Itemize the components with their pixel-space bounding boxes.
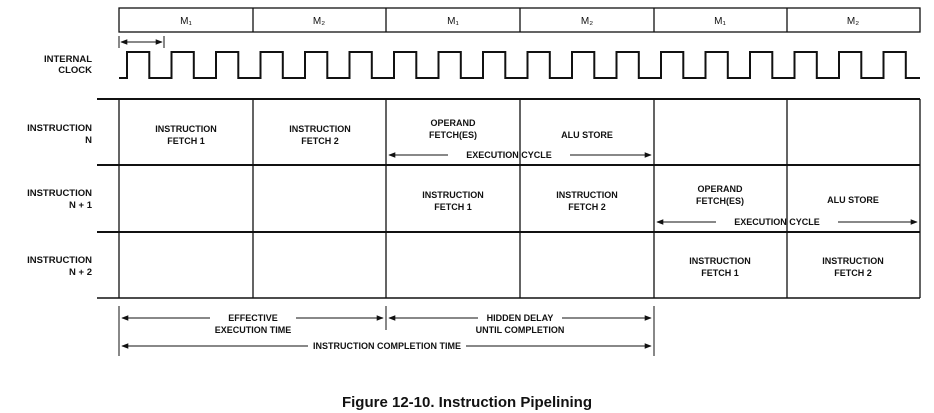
instruction-n1-label-2: N + 1 bbox=[69, 200, 93, 211]
execution-cycle-label-n: EXECUTION CYCLE bbox=[466, 150, 552, 160]
cycle-label-1: M₁ bbox=[180, 16, 192, 27]
effective-time-label: EFFECTIVE bbox=[228, 313, 278, 323]
completion-time-label: INSTRUCTION COMPLETION TIME bbox=[313, 341, 461, 351]
instruction-n1-label: INSTRUCTION bbox=[27, 188, 92, 199]
pipeline-grid bbox=[97, 98, 921, 299]
n-cell-4-line-1: ALU STORE bbox=[561, 130, 613, 140]
hidden-delay-label-2: UNTIL COMPLETION bbox=[476, 325, 565, 335]
n-cell-1-line-1: INSTRUCTION bbox=[155, 124, 217, 134]
execution-cycle-arrow-n1: EXECUTION CYCLE bbox=[656, 217, 918, 227]
n1-cell-4-line-2: FETCH 2 bbox=[568, 202, 606, 212]
n-cell-1-line-2: FETCH 1 bbox=[167, 136, 205, 146]
timing-brackets: EFFECTIVE EXECUTION TIME HIDDEN DELAY UN… bbox=[118, 306, 655, 356]
internal-clock-label: INTERNAL bbox=[44, 54, 92, 65]
n2-cell-6-line-1: INSTRUCTION bbox=[822, 256, 884, 266]
instruction-n-label: INSTRUCTION bbox=[27, 123, 92, 134]
instruction-n2-label-2: N + 2 bbox=[69, 267, 92, 278]
clock-period-arrow bbox=[118, 36, 165, 48]
cycle-label-3: M₁ bbox=[447, 16, 459, 27]
cycle-label-4: M₂ bbox=[581, 16, 593, 27]
n1-cell-3-line-2: FETCH 1 bbox=[434, 202, 472, 212]
hidden-delay-label: HIDDEN DELAY bbox=[487, 313, 554, 323]
n1-cell-5-line-1: OPERAND bbox=[697, 184, 743, 194]
n2-cell-5-line-1: INSTRUCTION bbox=[689, 256, 751, 266]
n2-cell-6-line-2: FETCH 2 bbox=[834, 268, 872, 278]
instruction-n-label-2: N bbox=[85, 135, 92, 146]
machine-cycle-header: M₁ M₂ M₁ M₂ M₁ M₂ bbox=[118, 7, 921, 33]
cycle-label-2: M₂ bbox=[313, 16, 325, 27]
execution-cycle-arrow-n: EXECUTION CYCLE bbox=[388, 150, 652, 160]
execution-cycle-label-n1: EXECUTION CYCLE bbox=[734, 217, 820, 227]
n1-cell-3-line-1: INSTRUCTION bbox=[422, 190, 484, 200]
n1-cell-4-line-1: INSTRUCTION bbox=[556, 190, 618, 200]
internal-clock-label-2: CLOCK bbox=[58, 65, 92, 76]
n-cell-3-line-2: FETCH(ES) bbox=[429, 130, 477, 140]
n-cell-2-line-2: FETCH 2 bbox=[301, 136, 339, 146]
n1-cell-6-line-1: ALU STORE bbox=[827, 195, 879, 205]
n2-cell-5-line-2: FETCH 1 bbox=[701, 268, 739, 278]
n-cell-3-line-1: OPERAND bbox=[430, 118, 476, 128]
n1-cell-5-line-2: FETCH(ES) bbox=[696, 196, 744, 206]
instruction-n2-label: INSTRUCTION bbox=[27, 255, 92, 266]
internal-clock-waveform bbox=[119, 51, 920, 79]
cycle-label-5: M₁ bbox=[714, 16, 726, 27]
n-cell-2-line-1: INSTRUCTION bbox=[289, 124, 351, 134]
figure-caption: Figure 12-10. Instruction Pipelining bbox=[342, 394, 592, 411]
cycle-label-6: M₂ bbox=[847, 16, 859, 27]
effective-time-label-2: EXECUTION TIME bbox=[215, 325, 292, 335]
